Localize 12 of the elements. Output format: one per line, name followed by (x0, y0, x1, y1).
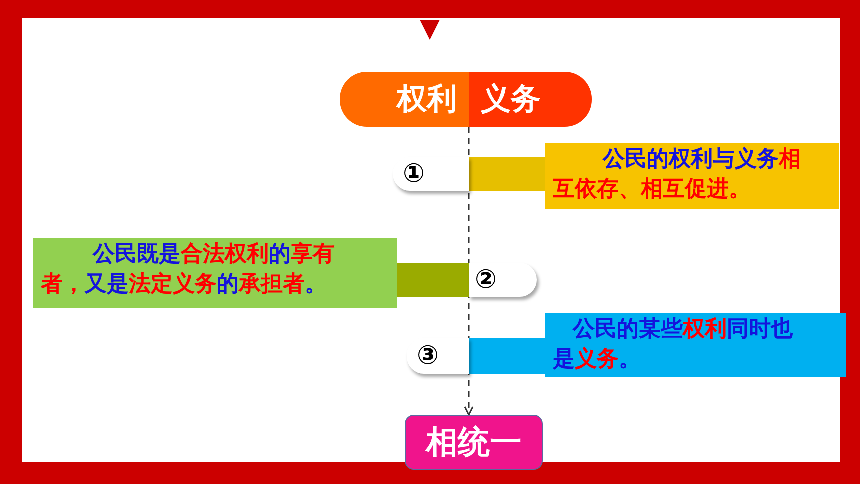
text-box: 公民的某些权利同时也是义务。 (545, 313, 846, 377)
title-text: 权利 (397, 81, 457, 119)
number-tab: ③ (407, 338, 469, 374)
connector-bar (469, 338, 545, 374)
title-text: 义务 (481, 81, 541, 119)
text-box: 公民既是合法权利的享有者，又是法定义务的承担者。 (33, 238, 397, 308)
result-box: 相统一 (405, 415, 543, 470)
text-box: 公民的权利与义务相互依存、相互促进。 (545, 143, 839, 209)
number-tab: ① (393, 157, 469, 191)
number-tab: ② (469, 263, 537, 297)
title-pill (340, 72, 592, 127)
connector-bar (469, 157, 545, 191)
